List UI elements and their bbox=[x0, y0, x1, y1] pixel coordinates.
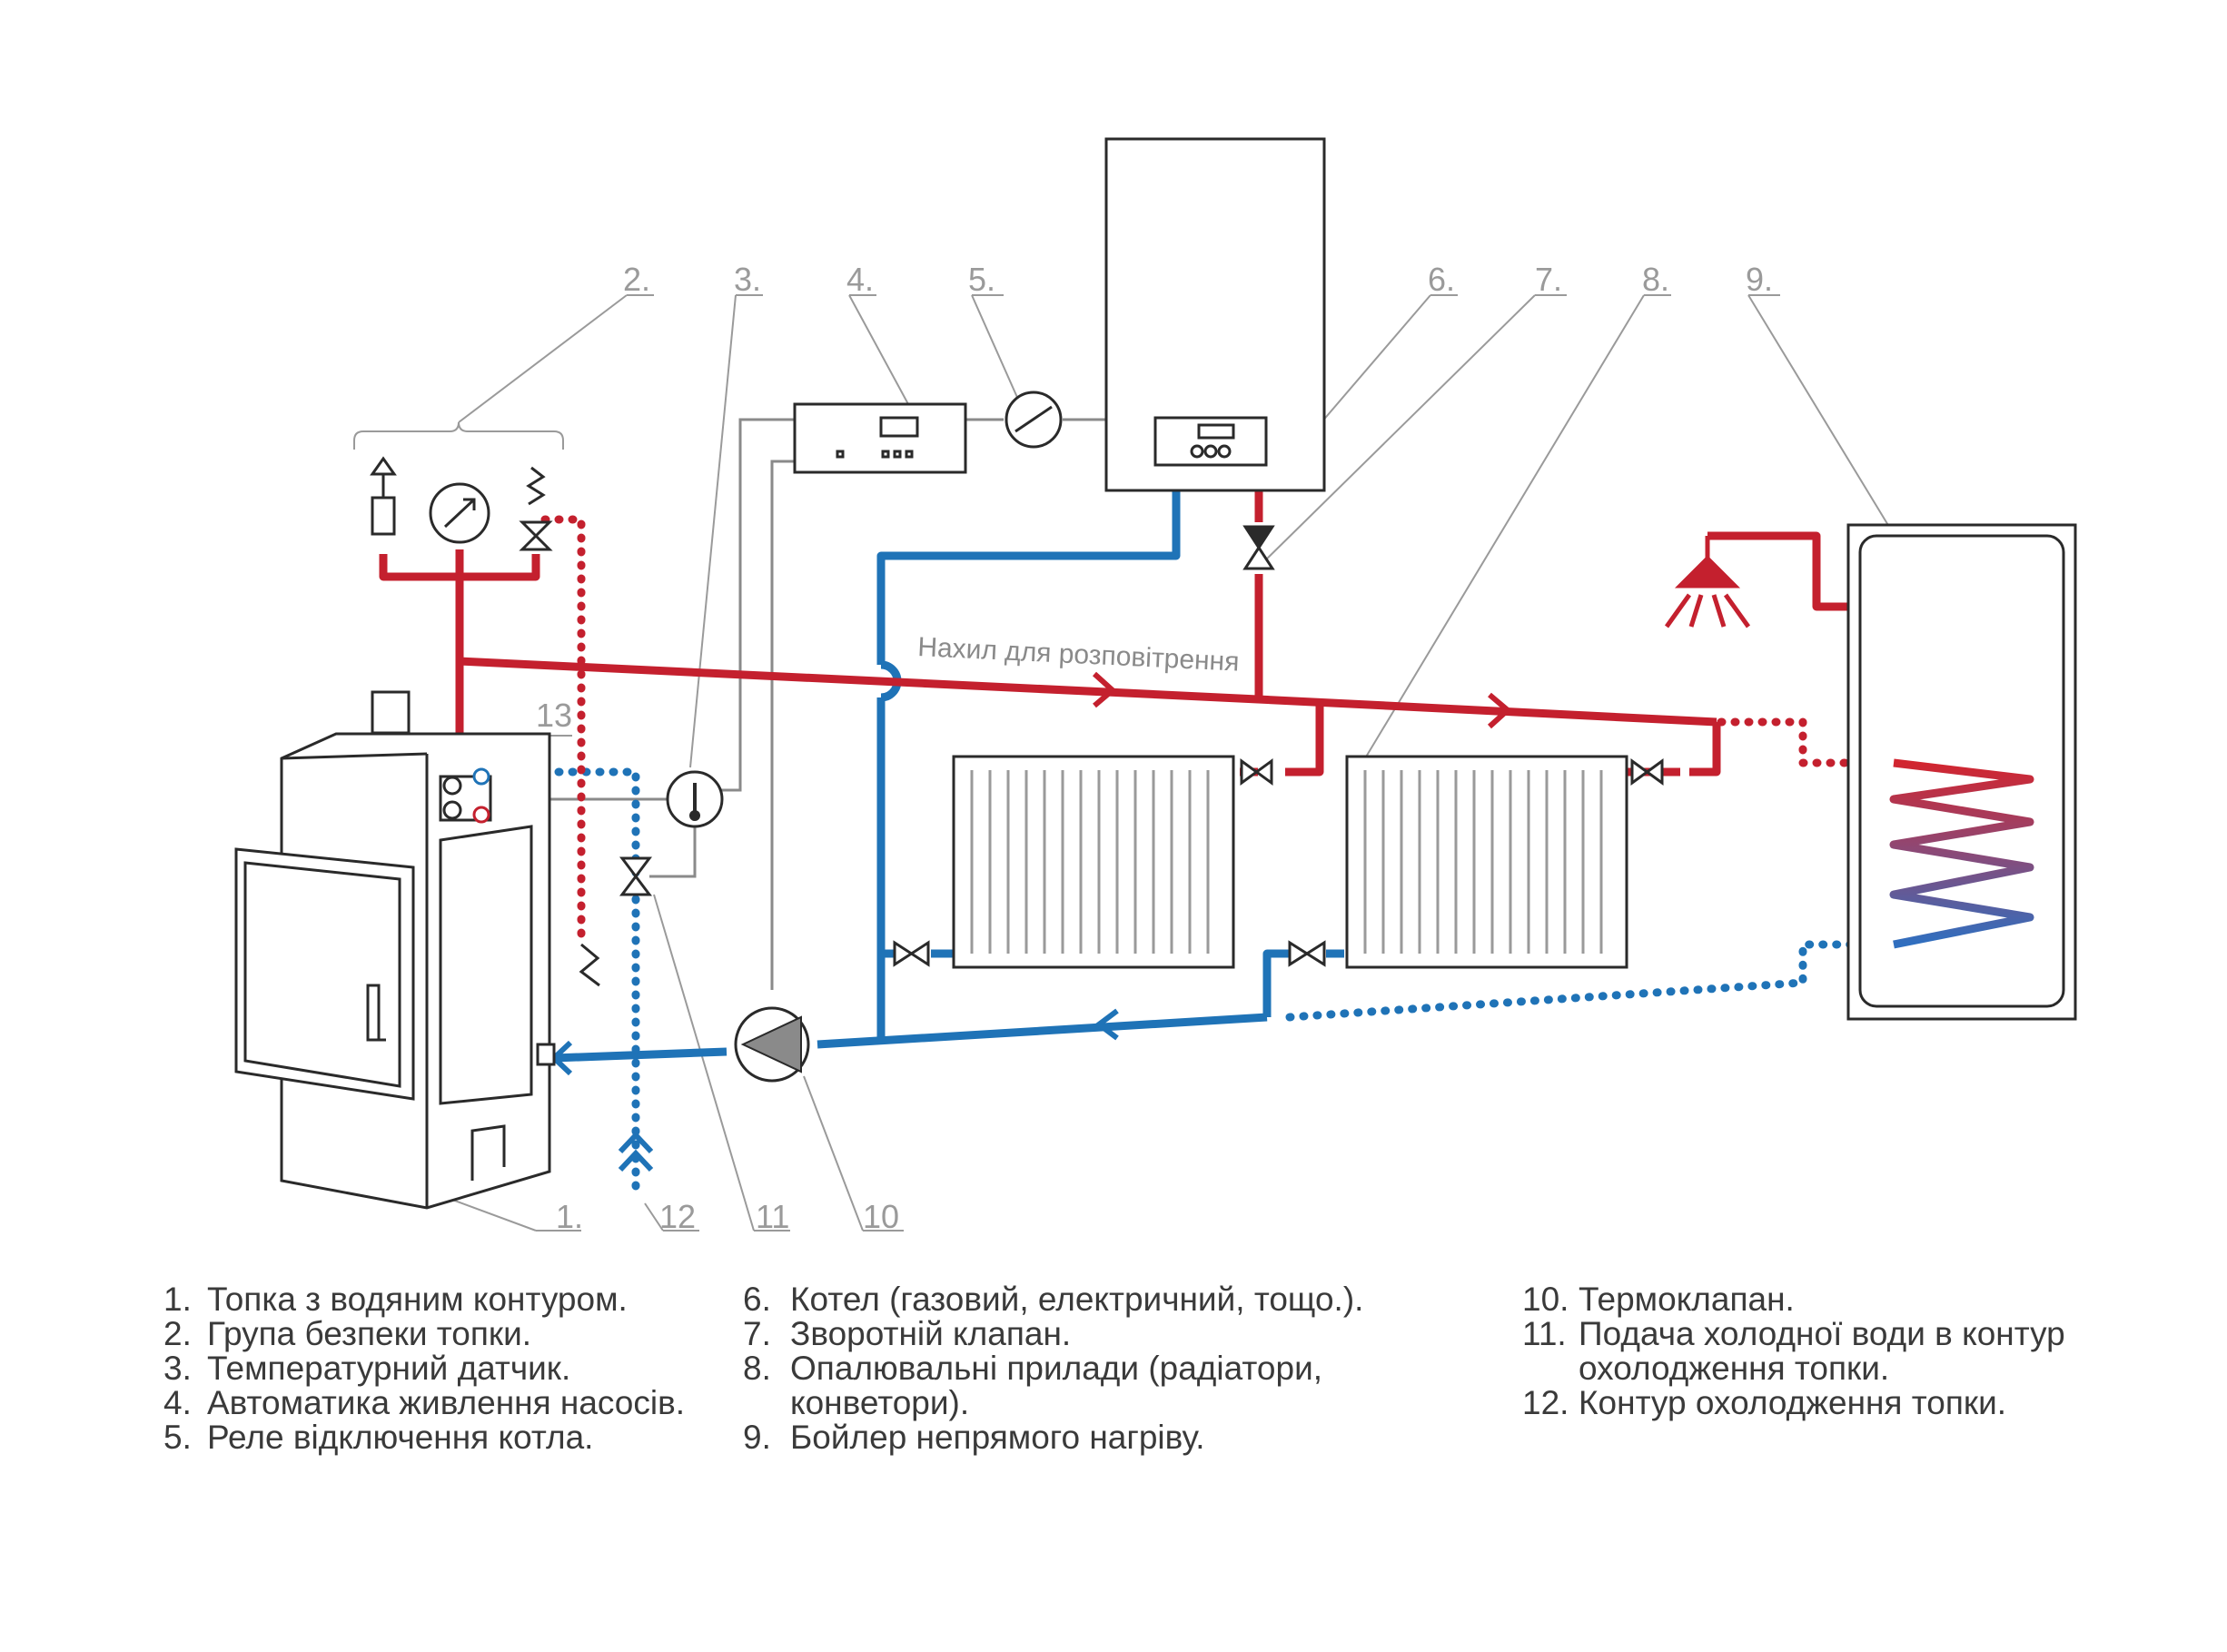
legend-number: 3. bbox=[163, 1350, 192, 1387]
legend-number: 2. bbox=[163, 1315, 192, 1352]
legend-item: 5. Реле відключення котла. bbox=[163, 1420, 685, 1455]
legend-text: Термоклапан. bbox=[1579, 1281, 1795, 1318]
legend-item: 8. Опалювальні прилади (радіатори, конвет… bbox=[743, 1351, 1363, 1420]
callout-9: 9. bbox=[1746, 261, 1773, 298]
callout-numbers: 1. 2. 3. 4. 5. 6. 7. 8. 9. 10 11 12 13 bbox=[536, 261, 1773, 1235]
slope-label: Нахил для розповітрення bbox=[917, 632, 1241, 678]
wood-stove-heater bbox=[234, 690, 556, 1210]
check-valve bbox=[1242, 525, 1275, 570]
legend-item: 12. Контур охолодження топки. bbox=[1522, 1386, 2065, 1420]
legend-item: 6. Котел (газовий, електричний, тощо.). bbox=[743, 1282, 1363, 1317]
circulation-pump bbox=[734, 1006, 810, 1083]
legend-text: Подача холодної води в контур охолодженн… bbox=[1579, 1315, 2065, 1387]
callout-1: 1. bbox=[556, 1198, 583, 1235]
legend-text: Група безпеки топки. bbox=[207, 1315, 532, 1352]
pump-controller bbox=[793, 402, 967, 474]
legend-item: 1. Топка з водяним контуром. bbox=[163, 1282, 685, 1317]
callout-10: 10 bbox=[863, 1198, 899, 1235]
legend-item: 2. Група безпеки топки. bbox=[163, 1317, 685, 1351]
legend-text: Топка з водяним контуром. bbox=[207, 1281, 628, 1318]
safety-valve-icon bbox=[519, 533, 553, 551]
legend-text: Зворотній клапан. bbox=[790, 1315, 1072, 1352]
hot-pipes bbox=[379, 490, 1862, 790]
legend-number: 5. bbox=[163, 1419, 192, 1456]
legend-text: Опалювальні прилади (радіатори, конветор… bbox=[790, 1350, 1323, 1421]
supply-flow-arrows bbox=[1092, 671, 1512, 729]
callout-7: 7. bbox=[1535, 261, 1562, 298]
cooling-outlet-bottom bbox=[472, 806, 490, 824]
callout-2: 2. bbox=[623, 261, 650, 298]
legend-text: Котел (газовий, електричний, тощо.). bbox=[790, 1281, 1364, 1318]
shower-icon bbox=[1664, 536, 1751, 628]
radiator-1-fins bbox=[970, 770, 1210, 954]
leader-lines bbox=[353, 294, 1890, 1232]
callout-5: 5. bbox=[968, 261, 995, 298]
legend-number: 6. bbox=[743, 1281, 771, 1318]
legend-number: 12. bbox=[1522, 1384, 1569, 1421]
legend-number: 10. bbox=[1522, 1281, 1569, 1318]
legend-column-2: 6. Котел (газовий, електричний, тощо.). 7… bbox=[743, 1282, 1363, 1455]
heat-exchanger-coil bbox=[1889, 758, 2034, 949]
radiator-valves bbox=[893, 758, 1664, 967]
cold-dotted-pipes bbox=[486, 767, 1912, 1199]
heater-outlet-top bbox=[442, 776, 462, 796]
safety-group bbox=[370, 456, 553, 551]
legend-number: 1. bbox=[163, 1281, 192, 1318]
legend-text: Контур охолодження топки. bbox=[1579, 1384, 2007, 1421]
legend-column-1: 1. Топка з водяним контуром. 2. Група безп… bbox=[163, 1282, 685, 1455]
legend-item: 3. Температурний датчик. bbox=[163, 1351, 685, 1386]
temperature-sensor bbox=[666, 770, 724, 828]
legend-number: 9. bbox=[743, 1419, 771, 1456]
legend-column-3: 10. Термоклапан. 11. Подача холодної води … bbox=[1522, 1282, 2065, 1420]
legend-text: Автоматика живлення насосів. bbox=[207, 1384, 686, 1421]
air-vent-icon bbox=[370, 456, 397, 476]
cooling-outlet-top bbox=[472, 767, 490, 786]
radiator-1 bbox=[952, 755, 1235, 969]
radiator-2 bbox=[1345, 755, 1628, 969]
legend-item: 4. Автоматика живлення насосів. bbox=[163, 1386, 685, 1420]
callout-4: 4. bbox=[846, 261, 874, 298]
callout-11: 11 bbox=[756, 1198, 789, 1235]
radiator-2-fins bbox=[1363, 770, 1603, 954]
wall-boiler bbox=[1104, 137, 1326, 492]
legend-text: Температурний датчик. bbox=[207, 1350, 571, 1387]
callout-8: 8. bbox=[1642, 261, 1669, 298]
heater-outlet-bottom bbox=[442, 800, 462, 820]
callout-13: 13 bbox=[536, 697, 572, 734]
legend-number: 8. bbox=[743, 1350, 771, 1387]
heater-overflow-siphon bbox=[579, 943, 600, 987]
legend-text: Бойлер непрямого нагріву. bbox=[790, 1419, 1205, 1456]
legend-number: 4. bbox=[163, 1384, 192, 1421]
callout-12: 12 bbox=[659, 1198, 696, 1235]
callout-3: 3. bbox=[734, 261, 761, 298]
legend-text: Реле відключення котла. bbox=[207, 1419, 594, 1456]
legend-number: 11. bbox=[1522, 1315, 1567, 1352]
callout-6: 6. bbox=[1428, 261, 1455, 298]
cold-pipes bbox=[553, 490, 1344, 1063]
boiler-cutoff-relay bbox=[1005, 391, 1063, 449]
legend-item: 9. Бойлер непрямого нагріву. bbox=[743, 1420, 1363, 1455]
legend-item: 7. Зворотній клапан. bbox=[743, 1317, 1363, 1351]
thermostatic-valve bbox=[619, 856, 652, 896]
legend-number: 7. bbox=[743, 1315, 771, 1352]
legend-item: 11. Подача холодної води в контур охолодж… bbox=[1522, 1317, 2065, 1386]
legend-item: 10. Термоклапан. bbox=[1522, 1282, 2065, 1317]
